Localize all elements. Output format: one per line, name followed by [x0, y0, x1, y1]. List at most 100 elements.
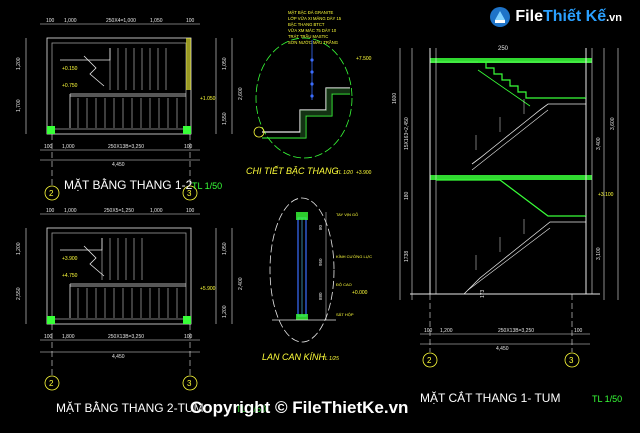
- plan2-top-dim-1: 100: [46, 208, 55, 214]
- plan1-axis-3: 3: [187, 189, 192, 198]
- section-axis-markers: 2 3: [422, 352, 580, 368]
- plan1-top-dim-1: 100: [46, 18, 55, 24]
- railing-scale: TL 1/25: [322, 356, 339, 362]
- step-note-3: BẬC THANG BTCT: [288, 22, 325, 27]
- plan1-title: MẶT BẰNG THANG 1-2: [64, 177, 193, 192]
- brand-logo: FileThiết Kế.vn: [489, 6, 622, 28]
- brand-name: FileThiết Kế.vn: [515, 8, 622, 26]
- section-right-dim-2: 3,400: [596, 137, 602, 150]
- plan1-top-dim-3: 250X4=1,000: [106, 18, 136, 24]
- plan2-upper-flight: [101, 238, 143, 280]
- plan1-left-dim-2: 1,200: [16, 57, 22, 70]
- plan1-right-dim-2: 2,600: [238, 87, 244, 100]
- plan2-top-dim-2: 1,000: [64, 208, 77, 214]
- plan-2: [25, 213, 233, 375]
- plan2-level-2: +4.750: [62, 273, 78, 279]
- railing-detail: [269, 197, 336, 343]
- plan1-column-right: [183, 126, 191, 134]
- section-bottom-dim-4: 100: [574, 328, 583, 334]
- plan1-left-dim-1: 1,700: [16, 99, 22, 112]
- section-top-dim: 250: [498, 46, 509, 52]
- plan2-column-left: [47, 316, 55, 324]
- step-note-5: TRÁT TRẦU MASTIC: [288, 34, 328, 39]
- plan2-scale: TL 1/50: [236, 404, 266, 414]
- plan2-bottom-dim-4: 100: [184, 334, 193, 340]
- step-detail: [253, 37, 353, 159]
- plan1-bottom-dim-4: 100: [184, 144, 193, 150]
- plan2-bottom-dim-1: 100: [44, 334, 53, 340]
- plan1-top-dim-5: 100: [186, 18, 195, 24]
- plan2-level-1: +3.900: [62, 256, 78, 262]
- plan2-left-dim-1: 2,550: [16, 287, 22, 300]
- plan2-bottom-total: 4,450: [112, 354, 125, 360]
- plan1-dimensions: [25, 23, 233, 161]
- plan1-upper-flight: [109, 48, 167, 90]
- plan2-lower-flight: [77, 288, 178, 318]
- brand-name-part1: File: [515, 8, 543, 25]
- plan-1: [25, 23, 233, 185]
- section-right-dim-1: 3,600: [610, 117, 616, 130]
- plan1-level-3: +1.050: [200, 96, 216, 102]
- section-level-mid: +3.900: [356, 170, 372, 176]
- plan1-wall-hatch: [186, 38, 191, 90]
- section-level-right: +3.100: [598, 192, 614, 198]
- plan1-lower-flight: [77, 98, 178, 128]
- section-left-dim-2: 15X163=2,450: [404, 117, 410, 150]
- railing-note-4: SẮT HỘP: [336, 312, 354, 317]
- plan2-top-dim-5: 100: [186, 208, 195, 214]
- section-ground-flight: [463, 216, 587, 295]
- plan2-right-dim-3: 1,200: [222, 305, 228, 318]
- plan2-title: MẶT BẰNG THANG 2-TUM: [56, 400, 204, 415]
- railing-dim-2: 950: [318, 258, 323, 266]
- section-floor-slab: [430, 175, 592, 180]
- plan2-axis-2: 2: [49, 379, 54, 388]
- step-note-6: SƠN NƯỚC MÀU TRẮNG: [288, 40, 338, 45]
- section-level-ground: +0.000: [352, 290, 368, 296]
- railing-notes: TAY VỊN GỖ KÍNH CƯỜNG LỰC ĐỘ CAO SẮT HỘP: [336, 212, 372, 317]
- plan1-right-dim-1: 1,050: [222, 57, 228, 70]
- plan1-bottom-dim-3: 250X13B=3,250: [108, 144, 144, 150]
- section-axis-3: 3: [569, 356, 574, 365]
- plan2-column-right: [183, 316, 191, 324]
- railing-dim-1: 80: [318, 224, 323, 230]
- plan2-axis-3: 3: [187, 379, 192, 388]
- step-detail-notes: MẶT BẬC ĐÁ GRANITE LỚP VỮA XI MĂNG DÀY 1…: [288, 10, 342, 45]
- plan2-top-dim-3: 250X5=1,250: [104, 208, 134, 214]
- railing-note-3: ĐỘ CAO: [336, 282, 352, 287]
- logo-icon: [490, 7, 511, 27]
- step-detail-scale: TL 1/20: [336, 170, 353, 176]
- section-axis-2: 2: [427, 356, 432, 365]
- step-note-1: MẶT BẬC ĐÁ GRANITE: [288, 10, 334, 15]
- plan1-column-left: [47, 126, 55, 134]
- section-left-dim-1: 1600: [392, 93, 398, 104]
- plan1-bottom-total: 4,450: [112, 162, 125, 168]
- section-roof-slab: [430, 58, 592, 63]
- step-detail-title: CHI TIẾT BẬC THANG: [246, 165, 339, 176]
- plan2-bottom-dim-3: 250X13B=3,250: [108, 334, 144, 340]
- section-bottom-dim-2: 1,200: [440, 328, 453, 334]
- plan1-level-2: +0.750: [62, 83, 78, 89]
- section-mark: 173: [480, 289, 486, 298]
- section-left-dim-4: 1738: [404, 251, 410, 262]
- section-view: [399, 48, 619, 352]
- section-mid-flight: [471, 98, 587, 165]
- plan2-left-dim-2: 1,200: [16, 242, 22, 255]
- plan2-outline: [46, 227, 192, 325]
- plan1-axis-markers: 2 3: [44, 185, 198, 201]
- plan1-bottom-dim-1: 100: [44, 144, 53, 150]
- section-scale: TL 1/50: [592, 394, 622, 404]
- railing-dim-3: 880: [318, 292, 323, 300]
- railing-title: LAN CAN KÍNH: [262, 352, 326, 362]
- section-bottom-total: 4,450: [496, 346, 509, 352]
- railing-note-1: TAY VỊN GỖ: [336, 212, 358, 217]
- plan2-axis-markers: 2 3: [44, 375, 198, 391]
- plan2-right-dim-1: 1,050: [222, 242, 228, 255]
- plan1-top-dim-4: 1,050: [150, 18, 163, 24]
- brand-name-suffix: .vn: [606, 12, 622, 24]
- plan1-scale: TL 1/50: [192, 181, 222, 191]
- plan1-labels: 100 1,000 250X4=1,000 1,050 100 100 1,00…: [16, 18, 244, 168]
- plan2-inner-outline: [51, 232, 187, 320]
- section-title: MẶT CẮT THANG 1- TUM: [420, 390, 560, 405]
- plan2-level-3: +5.900: [200, 286, 216, 292]
